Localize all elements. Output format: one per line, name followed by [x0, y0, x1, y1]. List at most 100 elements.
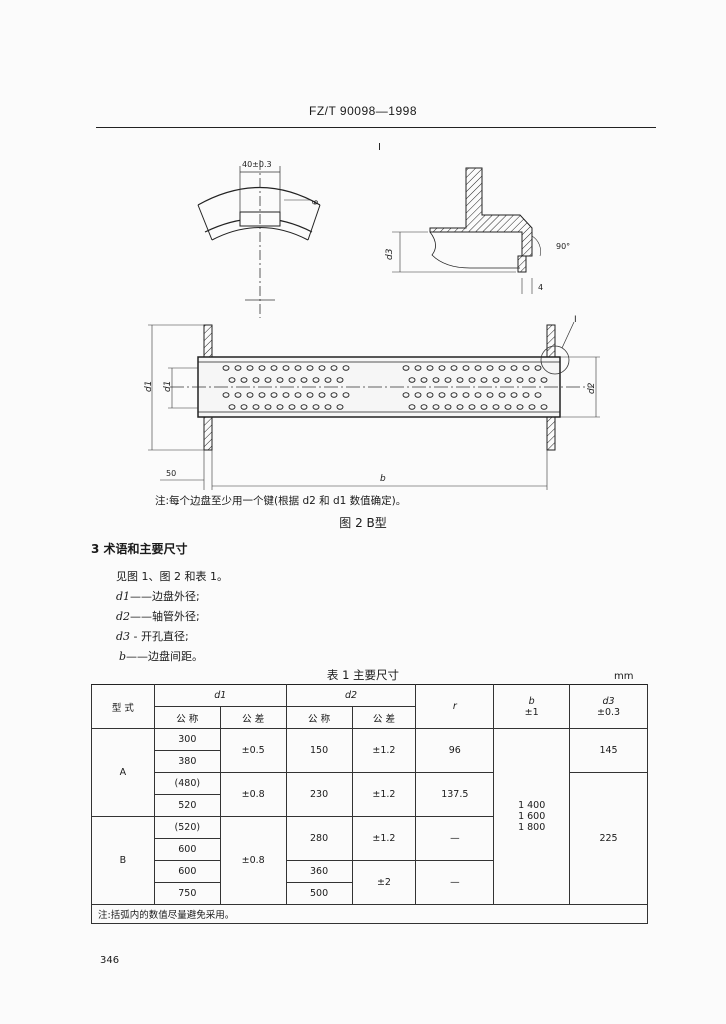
cell-b-d1: 600	[153, 838, 221, 861]
perforation-hole	[450, 365, 458, 371]
dim-4: 4	[538, 283, 543, 292]
perforation-hole	[324, 404, 332, 410]
perforation-hole	[510, 365, 518, 371]
cell-type-b: B	[91, 816, 155, 905]
perforation-hole	[252, 377, 260, 383]
perforation-hole	[228, 404, 236, 410]
perforation-hole	[270, 392, 278, 398]
cell-a-d2-tol: ±1.2	[351, 772, 417, 817]
figure-2-drawing: I 40±0.3 6 d3 90° 4	[144, 142, 600, 490]
cell-type-a: A	[91, 728, 155, 817]
cell-d3-a: 145	[569, 728, 648, 773]
d1-inner-label: d1	[163, 381, 173, 392]
perforation-hole	[474, 365, 482, 371]
perforation-hole	[306, 392, 314, 398]
perforation-hole	[462, 392, 470, 398]
table-note: 注:括弧内的数值尽量避免采用。	[91, 904, 648, 924]
perforation-hole	[510, 392, 518, 398]
cell-a-d1: 300	[153, 728, 221, 751]
keyway-detail: 40±0.3 6	[197, 160, 321, 318]
perforation-hole	[522, 365, 530, 371]
perforation-hole	[312, 377, 320, 383]
perforation-hole	[240, 404, 248, 410]
dim-50: 50	[166, 469, 176, 478]
perforation-hole	[426, 392, 434, 398]
header-d1-tol: 公 差	[219, 706, 287, 729]
header-d3: d3±0.3	[569, 684, 648, 729]
perforation-hole	[498, 392, 506, 398]
header-d2: d2	[285, 684, 417, 707]
perforation-hole	[228, 377, 236, 383]
perforation-hole	[402, 392, 410, 398]
callout-i: I	[574, 315, 577, 325]
header-b: b±1	[493, 684, 571, 729]
cell-b-r: —	[415, 816, 495, 861]
perforation-hole	[432, 404, 440, 410]
cell-a-d1: 520	[153, 794, 221, 817]
section-title: 3 术语和主要尺寸	[91, 542, 188, 556]
perforation-hole	[528, 404, 536, 410]
perforation-hole	[468, 377, 476, 383]
detail-label: I	[378, 142, 381, 153]
perforation-hole	[258, 392, 266, 398]
page-number: 346	[100, 955, 120, 966]
perforation-hole	[498, 365, 506, 371]
perforation-hole	[420, 404, 428, 410]
header-r: r	[415, 684, 495, 729]
perforation-hole	[504, 377, 512, 383]
perforation-hole	[450, 392, 458, 398]
perforation-hole	[408, 377, 416, 383]
cell-a-d1: 380	[153, 750, 221, 773]
perforation-hole	[234, 365, 242, 371]
perforation-hole	[420, 377, 428, 383]
perforation-hole	[480, 377, 488, 383]
perforation-hole	[456, 377, 464, 383]
header-d1-nominal: 公 称	[153, 706, 221, 729]
perforation-hole	[300, 404, 308, 410]
perforation-hole	[534, 392, 542, 398]
header-rule	[96, 127, 656, 128]
dim-6: 6	[311, 200, 320, 205]
perforation-hole	[342, 365, 350, 371]
perforation-hole	[444, 377, 452, 383]
perforation-hole	[240, 377, 248, 383]
perforation-hole	[492, 404, 500, 410]
perforation-hole	[522, 392, 530, 398]
cell-b-d1-tol: ±0.8	[219, 816, 287, 905]
cell-a-d2: 230	[285, 772, 353, 817]
header-d1: d1	[153, 684, 287, 707]
perforation-hole	[492, 377, 500, 383]
perforation-hole	[336, 404, 344, 410]
perforation-holes	[222, 365, 548, 410]
perforation-hole	[474, 392, 482, 398]
perforation-hole	[264, 377, 272, 383]
perforation-hole	[270, 365, 278, 371]
table-title: 表 1 主要尺寸	[326, 668, 400, 682]
d3-label: d3	[385, 248, 395, 260]
perforation-hole	[258, 365, 266, 371]
perforation-hole	[312, 404, 320, 410]
perforation-hole	[540, 404, 548, 410]
perforation-hole	[516, 377, 524, 383]
perforation-hole	[318, 392, 326, 398]
perforation-hole	[426, 365, 434, 371]
perforation-hole	[288, 404, 296, 410]
cell-a-d2-tol: ±1.2	[351, 728, 417, 773]
perforation-hole	[246, 365, 254, 371]
cell-b-d1: 750	[153, 882, 221, 905]
perforation-hole	[342, 392, 350, 398]
perforation-hole	[444, 404, 452, 410]
b-type-assembly: d1 d1 d2 I 50 b	[144, 315, 600, 490]
cell-a-r: 96	[415, 728, 495, 773]
flange-section-detail: d3 90° 4	[385, 167, 570, 294]
perforation-hole	[276, 377, 284, 383]
header-d2-nominal: 公 称	[285, 706, 353, 729]
perforation-hole	[438, 392, 446, 398]
perforation-hole	[288, 377, 296, 383]
cell-b-d2: 360	[285, 860, 353, 883]
perforation-hole	[318, 365, 326, 371]
b-label: b	[380, 474, 386, 484]
perforation-hole	[252, 404, 260, 410]
perforation-hole	[300, 377, 308, 383]
cell-a-r: 137.5	[415, 772, 495, 817]
